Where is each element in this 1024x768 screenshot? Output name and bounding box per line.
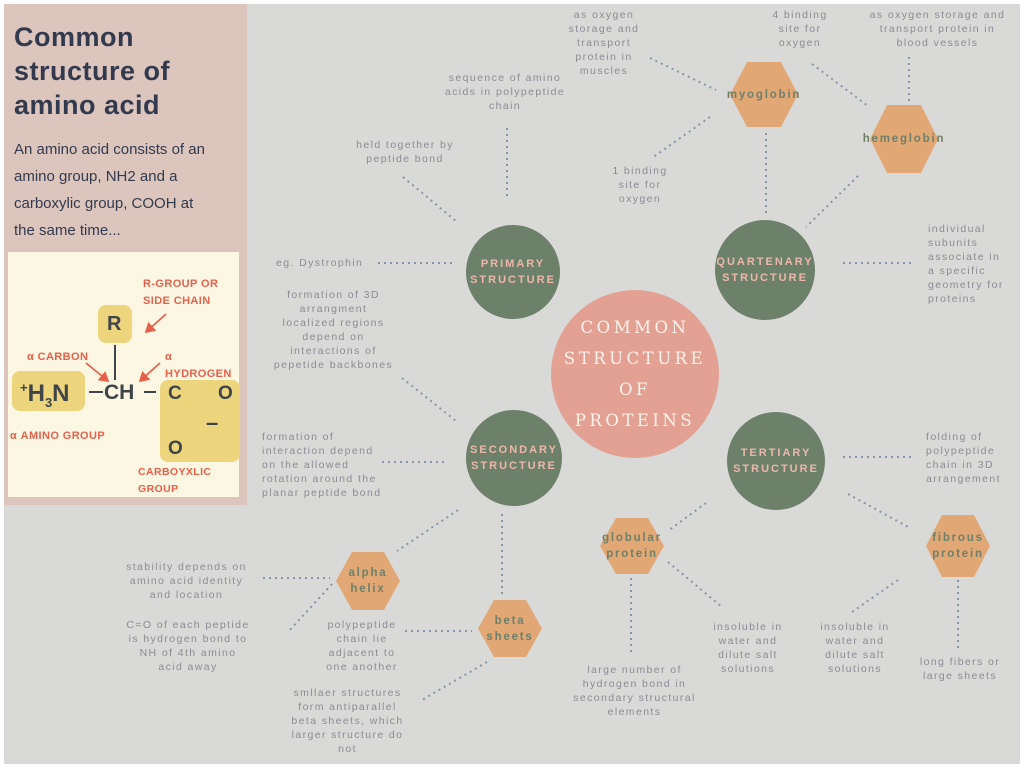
- node-primary-structure: PRIMARY STRUCTURE: [466, 225, 560, 319]
- atom-o-bottom: O: [168, 438, 183, 459]
- page-title: Common structure of amino acid: [14, 22, 171, 120]
- note-sequence: sequence of amino acids in polypeptide c…: [444, 72, 566, 112]
- label-alpha-carbon: α CARBON: [27, 351, 89, 363]
- note-hydrogen-bonds: large number of hydrogen bond in seconda…: [573, 664, 696, 718]
- note-long-fibers: long fibers or large sheets: [919, 656, 1001, 682]
- note-polypeptide-adjacent: polypeptide chain lie adjacent to one an…: [326, 619, 398, 673]
- h3n-formula: +H3N: [20, 380, 70, 410]
- note-co-peptide: C=O of each peptide is hydrogen bond to …: [126, 619, 250, 673]
- note-blood-vessels: as oxygen storage and transport protein …: [869, 9, 1006, 49]
- label-alpha-hydrogen: α HYDROGEN: [165, 351, 232, 380]
- note-muscles: as oxygen storage and transport protein …: [568, 9, 640, 77]
- note-formation-interaction: formation of interaction depend on the a…: [262, 431, 382, 499]
- hexagon-shape: [926, 515, 990, 577]
- carboxylic-group-box: C O O –: [160, 380, 240, 462]
- node-common-structure-of-proteins: COMMON STRUCTURE OF PROTEINS: [551, 290, 719, 458]
- node-hemeglobin: hemeglobin: [863, 105, 943, 173]
- minus-charge: –: [206, 410, 219, 435]
- r-box: R: [98, 305, 132, 343]
- amino-group-box: +H3N: [12, 371, 85, 411]
- label-r-group: R-GROUP OR SIDE CHAIN: [143, 278, 219, 307]
- amino-acid-structure-card: R-GROUP OR SIDE CHAIN α CARBON α HYDROGE…: [8, 252, 240, 497]
- hexagon-shape: [600, 518, 664, 574]
- note-smaller-structures: smllaer structures form antiparallel bet…: [291, 687, 404, 755]
- note-subunits: individual subunits associate in a speci…: [928, 223, 1004, 305]
- note-insoluble-fibrous: insoluble in water and dilute salt solut…: [820, 621, 890, 675]
- node-alpha-helix: alpha helix: [336, 552, 400, 610]
- sidebar-description: An amino acid consists of an amino group…: [14, 141, 205, 239]
- label-amino-group: α AMINO GROUP: [10, 430, 106, 442]
- note-folding: folding of polypeptide chain in 3D arran…: [926, 431, 1001, 485]
- arrow-carbon-icon: [85, 362, 110, 383]
- arrow-hydrogen-icon: [138, 362, 161, 383]
- node-tertiary-structure: TERTIARY STRUCTURE: [727, 412, 825, 510]
- arrow-rgroup-icon: [144, 313, 167, 334]
- node-beta-sheets: beta sheets: [478, 600, 542, 657]
- note-four-binding: 4 binding site for oxygen: [772, 9, 828, 49]
- note-dystrophin: eg. Dystrophin: [276, 257, 364, 269]
- node-myoglobin: myoglobin: [727, 62, 799, 127]
- note-held-together: held together by peptide bond: [356, 139, 454, 165]
- note-one-binding: 1 binding site for oxygen: [612, 165, 668, 205]
- atom-ch: CH: [104, 381, 135, 404]
- label-carboxylic-group: CARBOYXLIC GROUP: [138, 466, 212, 495]
- node-secondary-structure: SECONDARY STRUCTURE: [466, 410, 562, 506]
- note-insoluble-globular: insoluble in water and dilute salt solut…: [713, 621, 783, 675]
- note-stability: stability depends on amino acid identity…: [126, 561, 247, 601]
- node-globular-protein: globular protein: [600, 518, 664, 574]
- hexagon-shape: [336, 552, 400, 610]
- node-quartenary-structure: QUARTENARY STRUCTURE: [715, 220, 815, 320]
- atom-r: R: [107, 313, 122, 335]
- note-formation-3d: formation of 3D arrangment localized reg…: [273, 289, 394, 371]
- sidebar: Common structure of amino acid An amino …: [4, 4, 247, 505]
- atom-o-top: O: [218, 383, 233, 404]
- node-fibrous-protein: fibrous protein: [926, 515, 990, 577]
- atom-c: C: [168, 383, 182, 404]
